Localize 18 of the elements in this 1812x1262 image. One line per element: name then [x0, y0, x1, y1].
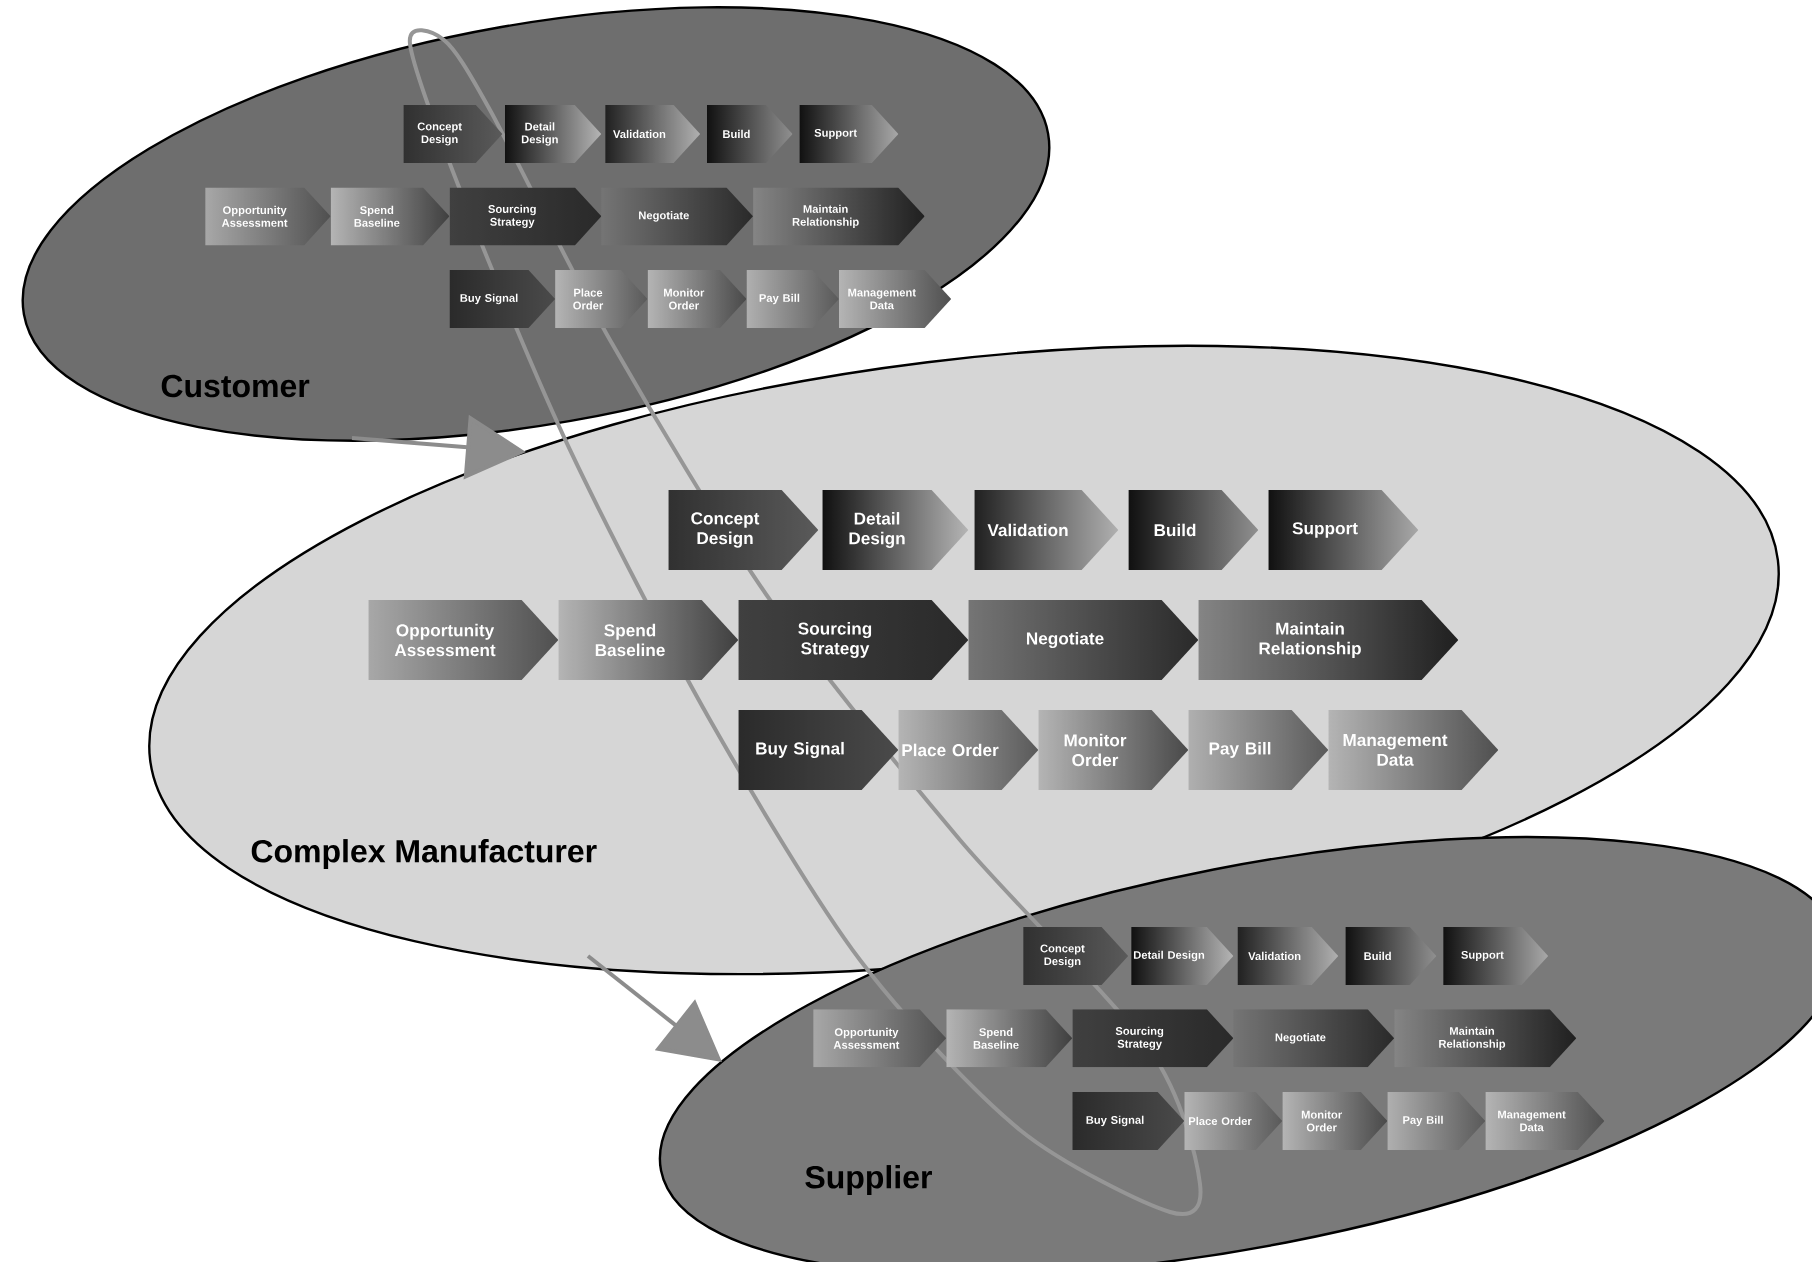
process-chevron: Place Order — [902, 743, 999, 757]
process-chevron: Buy Signal — [756, 741, 844, 758]
process-chevron: Validation — [987, 523, 1068, 537]
process-chevron: Pay Bill — [1209, 741, 1271, 758]
region-label: Supplier — [805, 1165, 932, 1195]
process-chevron: Negotiate — [1027, 631, 1104, 648]
process-chevron: Detail Design — [849, 512, 905, 548]
process-chevron: Management Data — [1343, 734, 1448, 766]
process-chevron: Build — [1154, 523, 1196, 537]
process-chevron: Sourcing Strategy — [798, 622, 872, 658]
process-chevron: Maintain Relationship — [1259, 622, 1361, 658]
process-chevron: Concept Design — [691, 512, 760, 548]
process-chevron: Monitor Order — [1064, 733, 1127, 767]
process-chevron: Opportunity Assessment — [394, 623, 496, 657]
process-chevron: Support — [1292, 522, 1358, 538]
region-label: Customer — [161, 374, 310, 398]
process-chevron: Spend Baseline — [595, 623, 665, 657]
region-label: Complex Manufacturer — [251, 839, 597, 869]
